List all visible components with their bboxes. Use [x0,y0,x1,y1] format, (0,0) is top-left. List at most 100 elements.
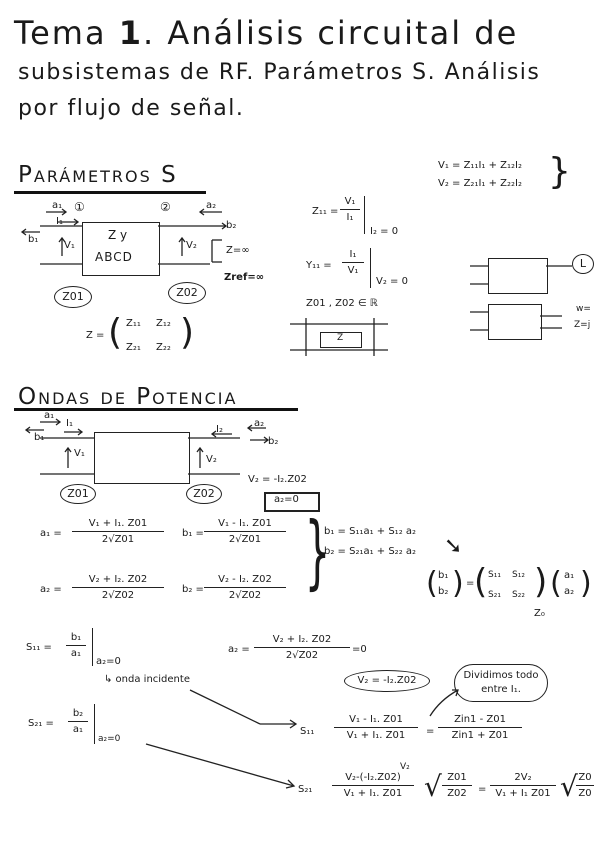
s21-def-fraction: b₂ a₁ [68,708,88,735]
z11-numerator: V₁ [344,196,356,207]
side-circuit-box-1 [488,258,548,294]
title-line-1: Tema 1. Análisis circuital de [14,14,518,52]
b1-def-lhs: b₁ = [182,528,204,539]
v2-condition-oval: V₂ = -I₂.Z02 [344,670,430,692]
s-matrix-lparen-3: ( [550,566,562,601]
s-matrix-rparen-1: ) [452,566,464,601]
s21-sqrt-fraction: Z01 Z02 [442,772,472,799]
section-underline-2 [14,408,298,411]
s21-sqrt-den: Z02 [447,788,467,799]
series-impedance-label: Z [337,333,344,343]
wave-a1-label: a₁ [52,200,63,211]
a1-def-num: V₁ + I₁. Z01 [88,518,148,529]
s21-result-annotation: V₂ [400,762,410,772]
s2-a1-label: a₁ [44,410,55,421]
z02-label: Z02 [176,286,198,299]
s21-def-cond: a₂=0 [98,734,121,744]
s-matrix-b1: b₁ [438,570,449,581]
z01-label: Z01 [62,290,84,303]
s-matrix-s22: S₂₂ [512,590,525,600]
side-z-label: Z=j [574,320,591,330]
s11-result-num-2: Zin1 - Z01 [454,714,506,725]
a2-derivation-num: V₂ + I₂. Z02 [272,634,332,645]
b2-def-den: 2√Z02 [228,590,262,601]
y11-fraction: I₁ V₁ [342,249,364,276]
b2-def-fraction: V₂ - I₂. Z02 2√Z02 [204,574,286,601]
s2-z01-oval: Z01 [60,484,96,504]
a2-derivation-lhs: a₂ = [228,644,250,655]
s-matrix-s21: S₂₁ [488,590,501,600]
y11-lhs: Y₁₁ = [306,260,332,271]
a2-zero-label: a₂=0 [274,494,299,505]
side-L-label: L [579,257,587,270]
s11-result-lhs: S₁₁ [300,726,315,737]
z-matrix-right-paren: ) [180,312,195,353]
real-condition: Z01 , Z02 ∈ ℝ [306,298,378,309]
wave-a2-label: a₂ [206,200,217,211]
s2-z02-label: Z02 [193,487,215,500]
z-matrix-11: Z₁₁ [126,318,141,329]
v2-termination-eq: V₂ = -I₂.Z02 [248,474,307,485]
wave-b1-label: b₁ [28,234,39,245]
z-matrix-lhs: Z = [86,330,105,341]
a2-def-den: 2√Z02 [101,590,135,601]
side-w-label: w= [576,304,591,314]
z11-fraction: V₁ I₁ [340,196,360,223]
s-matrix-a2: a₂ [564,586,575,597]
box-label-z-y: Z y [108,228,128,242]
title-text: . Análisis circuital de [143,14,519,52]
a2-zero-box [264,492,320,512]
a2-def-fraction: V₂ + I₂. Z02 2√Z02 [72,574,164,601]
s21-def-den: a₁ [72,724,84,735]
s2-z02-oval: Z02 [186,484,222,504]
s21-result-den-2: V₁ + I₁ Z01 [495,788,551,799]
s11-result-fraction-2: Zin1 - Z01 Zin1 + Z01 [438,714,522,741]
wave-b2-label: b₂ [226,220,237,231]
s-matrix-b2: b₂ [438,586,449,597]
z-matrix-12: Z₁₂ [156,318,171,329]
z01-oval: Z01 [54,286,92,308]
port-2-marker: ② [160,200,171,214]
s11-def-cond: a₂=0 [96,656,121,667]
s-system-b2: b₂ = S₂₁a₁ + S₂₂ a₂ [324,546,417,557]
a2-def-num: V₂ + I₂. Z02 [88,574,148,585]
a2-derivation-fraction: V₂ + I₂. Z02 2√Z02 [254,634,350,661]
z-matrix-left-paren: ( [108,312,123,353]
z-matrix-21: Z₂₁ [126,342,141,353]
b2-def-lhs: b₂ = [182,584,204,595]
title-word-tema: Tema [14,14,107,52]
s11-result-num: V₁ - I₁. Z01 [349,714,403,725]
s-matrix-equals: = [466,578,475,589]
a2-derivation-den: 2√Z02 [285,650,319,661]
s11-result-den: V₁ + I₁. Z01 [346,730,406,741]
title-line-3: por flujo de señal. [18,96,245,121]
s11-result-equals: = [426,726,435,737]
v-system-brace: } [548,151,571,192]
title-line-2: subsistemas de RF. Parámetros S. Análisi… [18,60,541,85]
cloud-note: Dividimos todo entre I₁. [454,664,548,702]
s11-eval-bar [92,628,93,666]
y11-numerator: I₁ [349,249,357,260]
s21-sqrt-num: Z01 [447,772,467,783]
voltage-v2-label: V₂ [186,240,197,251]
s21-result-num: V₂-(-I₂.Z02) [345,772,401,783]
s21-result-den: V₁ + I₁. Z01 [343,788,403,799]
a1-def-den: 2√Z01 [101,534,135,545]
z11-denominator: I₁ [346,212,354,223]
section-underline [14,191,206,194]
box-label-abcd: ABCD [95,250,133,264]
s2-i1-label: I₁ [66,418,73,429]
s11-def-num: b₁ [70,632,82,643]
y11-eval-bar [370,248,371,288]
s21-eval-bar [94,704,95,744]
cloud-note-text: Dividimos todo entre I₁. [463,670,539,695]
v2-condition-label: V₂ = -I₂.Z02 [357,675,417,686]
port-1-marker: ① [74,200,85,214]
s2-i2-label: I₂ [216,424,223,435]
implication-arrow-icon: ➘ [444,534,463,559]
v-system-eq-2: V₂ = Z₂₁I₁ + Z₂₂I₂ [438,178,522,189]
s21-sqrt2-den: Z0 [578,788,592,799]
a2-derivation-rhs: =0 [352,644,367,655]
b1-def-fraction: V₁ - I₁. Z01 2√Z01 [204,518,286,545]
